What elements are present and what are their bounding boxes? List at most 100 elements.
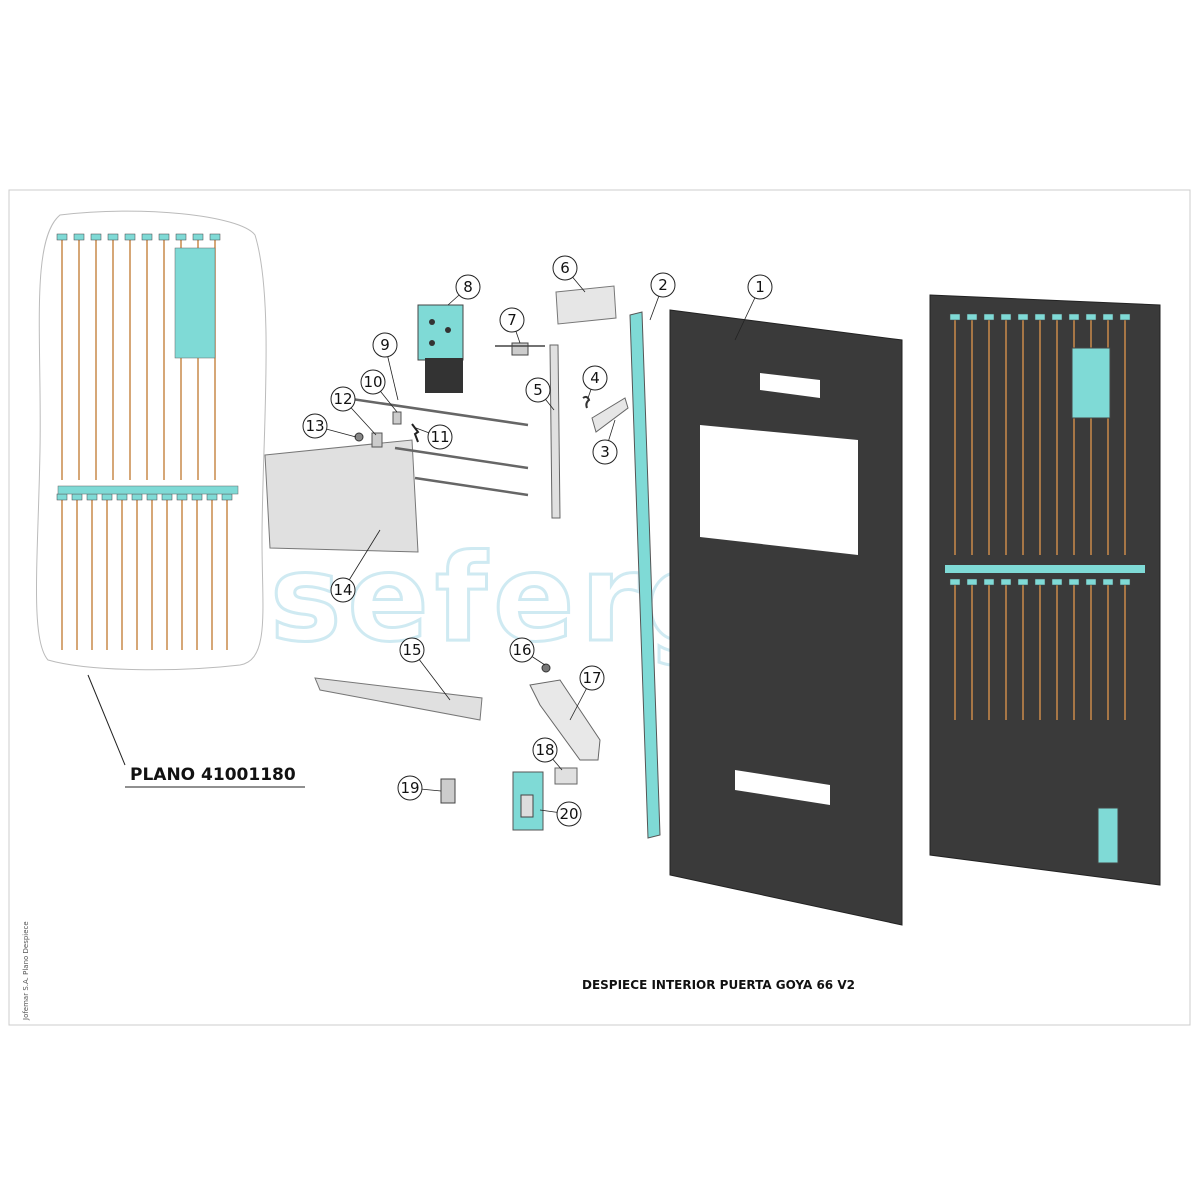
part-5-lock-rod <box>549 344 561 519</box>
callout-circle <box>582 365 608 391</box>
channel-cap <box>71 493 83 501</box>
callout-number: 13 <box>305 417 324 435</box>
channel-cap <box>146 493 158 501</box>
channel-cap <box>73 233 85 241</box>
part-14-mounting-plate <box>264 439 419 553</box>
channel-cap <box>192 233 204 241</box>
sheet-title: DESPIECE INTERIOR PUERTA GOYA 66 V2 <box>582 978 855 992</box>
channel-cap <box>1085 578 1097 586</box>
callout-circle <box>650 272 676 298</box>
part-9-rod <box>344 396 529 427</box>
callout-4: 4 <box>582 365 608 399</box>
shelf-assembly-left: PLANO 41001180 <box>36 210 305 788</box>
callout-circle <box>747 274 773 300</box>
callout-2: 2 <box>649 272 676 321</box>
part-13-nut <box>354 432 364 442</box>
channel-cap <box>176 493 188 501</box>
callout-circle <box>360 369 386 395</box>
channel-cap <box>1017 578 1029 586</box>
callout-8: 8 <box>447 274 481 306</box>
callout-circle <box>552 255 578 281</box>
part-2-vertical-bar <box>629 311 661 839</box>
channel-cap <box>1017 313 1029 321</box>
callout-number: 2 <box>658 276 668 294</box>
callout-9: 9 <box>372 332 399 401</box>
callout-circle <box>592 439 618 465</box>
part-1-door-panel <box>669 309 903 926</box>
part-8-coin-mechanism <box>417 304 464 393</box>
callout-16: 16 <box>509 637 546 666</box>
channel-cap <box>1051 313 1063 321</box>
part-19-cylinder-lock <box>440 778 456 804</box>
part-7-latch <box>511 342 529 356</box>
callout-number: 15 <box>402 641 421 659</box>
callout-10: 10 <box>360 369 398 413</box>
callout-number: 19 <box>400 779 419 797</box>
channel-cap <box>1000 578 1012 586</box>
shelf-assembly-right <box>929 294 1161 886</box>
side-note: Jofemar S.A. Plano Despiece <box>22 921 30 1021</box>
channel-cap <box>158 233 170 241</box>
callout-number: 16 <box>512 641 531 659</box>
callout-20: 20 <box>539 801 582 827</box>
callout-circle <box>372 332 398 358</box>
channel-cap <box>101 493 113 501</box>
channel-cap <box>1000 313 1012 321</box>
callout-13: 13 <box>302 413 357 439</box>
callout-circle <box>455 274 481 300</box>
channel-cap <box>949 578 961 586</box>
part-10-clip <box>392 411 402 425</box>
channel-cap <box>1119 578 1131 586</box>
callout-circle <box>525 377 551 403</box>
callout-circle <box>579 665 605 691</box>
callout-number: 12 <box>333 390 352 408</box>
callout-circle <box>427 424 453 450</box>
channel-cap <box>124 233 136 241</box>
callout-11: 11 <box>415 424 453 450</box>
callout-circle <box>330 577 356 603</box>
callout-18: 18 <box>532 737 563 771</box>
callout-number: 14 <box>333 581 352 599</box>
channel-cap <box>1034 313 1046 321</box>
callout-6: 6 <box>552 255 586 293</box>
channel-cap <box>56 233 68 241</box>
plano-leader <box>87 674 126 766</box>
assembly-outline <box>36 210 267 671</box>
callout-circle <box>509 637 535 663</box>
callout-number: 20 <box>559 805 578 823</box>
part-16-nut <box>541 663 551 673</box>
channel-cap <box>90 233 102 241</box>
channel-cap <box>141 233 153 241</box>
callout-7: 7 <box>499 307 525 344</box>
part-11-screw <box>411 423 420 443</box>
callout-number: 18 <box>535 741 554 759</box>
channel-cap <box>206 493 218 501</box>
channel-cap <box>1034 578 1046 586</box>
callout-number: 7 <box>507 311 517 329</box>
channel-cap <box>209 233 221 241</box>
channel-cap <box>983 313 995 321</box>
part-3-bracket <box>591 397 629 433</box>
callout-number: 9 <box>380 336 390 354</box>
channel-cap <box>175 233 187 241</box>
channel-cap <box>161 493 173 501</box>
channel-cap <box>131 493 143 501</box>
part-17-support-bracket <box>529 679 601 761</box>
callout-circle <box>302 413 328 439</box>
callout-3: 3 <box>592 419 618 465</box>
plano-reference: PLANO 41001180 <box>130 765 296 785</box>
channel-cap <box>1051 578 1063 586</box>
part-18-hinge-bracket <box>554 767 578 785</box>
callout-circle <box>397 775 423 801</box>
channel-cap <box>983 578 995 586</box>
callout-14: 14 <box>330 529 381 603</box>
callout-number: 17 <box>582 669 601 687</box>
callout-circle <box>330 386 356 412</box>
part-4-spring <box>582 395 591 409</box>
channel-cap <box>191 493 203 501</box>
callout-number: 1 <box>755 278 765 296</box>
callout-number: 6 <box>560 259 570 277</box>
channel-cap <box>86 493 98 501</box>
